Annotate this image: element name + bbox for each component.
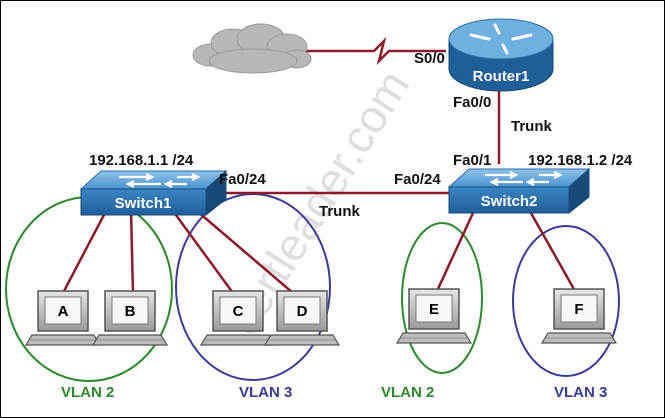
link-switch1-pc-d xyxy=(196,210,294,294)
switch2-port-label: Fa0/24 xyxy=(394,171,441,188)
pc-a[interactable]: A xyxy=(25,290,101,346)
pc-c[interactable]: C xyxy=(200,290,276,346)
pc-d-label: D xyxy=(297,303,308,320)
pc-d[interactable]: D xyxy=(264,290,340,346)
vlan3-label-switch2: VLAN 3 xyxy=(554,384,607,401)
switch1-switch2-trunk-label: Trunk xyxy=(319,203,360,220)
link-switch1-pc-b xyxy=(129,210,135,294)
link-switch2-pc-e xyxy=(435,212,475,292)
link-switch1-pc-c xyxy=(171,210,235,294)
pc-b[interactable]: B xyxy=(92,290,168,346)
switch1-ip-label: 192.168.1.1 /24 xyxy=(89,152,194,169)
pc-a-label: A xyxy=(58,303,69,320)
switch1-port-label: Fa0/24 xyxy=(219,171,266,188)
vlan2-label-switch1: VLAN 2 xyxy=(61,384,114,401)
router-serial-port-label: S0/0 xyxy=(414,50,445,67)
pc-e-label: E xyxy=(429,301,439,318)
vlan3-label-switch1: VLAN 3 xyxy=(239,384,292,401)
pc-f-label: F xyxy=(574,301,583,318)
cloud-icon xyxy=(192,23,312,74)
link-switch1-pc-a xyxy=(61,210,108,294)
pc-b-label: B xyxy=(125,303,136,320)
switch2-uplink-port-label: Fa0/1 xyxy=(453,152,491,169)
pc-f[interactable]: F xyxy=(541,288,617,344)
switch2-ip-label: 192.168.1.2 /24 xyxy=(528,152,633,169)
serial-link xyxy=(301,36,446,66)
vlan2-ellipse-switch2 xyxy=(401,222,483,374)
links xyxy=(61,36,577,294)
switch1-icon[interactable]: Switch1 xyxy=(79,169,228,217)
pc-e[interactable]: E xyxy=(396,288,472,344)
switch1-name: Switch1 xyxy=(115,195,172,212)
vlan2-label-switch2: VLAN 2 xyxy=(381,384,434,401)
router-fa-port-label: Fa0/0 xyxy=(453,94,491,111)
router-icon[interactable]: Router1 xyxy=(448,18,554,92)
pc-c-label: C xyxy=(233,303,244,320)
router-name: Router1 xyxy=(473,68,530,85)
link-switch2-pc-f xyxy=(529,212,577,292)
vlan3-ellipse-switch2 xyxy=(512,225,620,377)
router-switch2-trunk-label: Trunk xyxy=(511,118,552,135)
vlan2-ellipse-switch1 xyxy=(5,196,173,382)
switch2-name: Switch2 xyxy=(481,193,538,210)
switch2-icon[interactable]: Switch2 xyxy=(447,167,591,215)
